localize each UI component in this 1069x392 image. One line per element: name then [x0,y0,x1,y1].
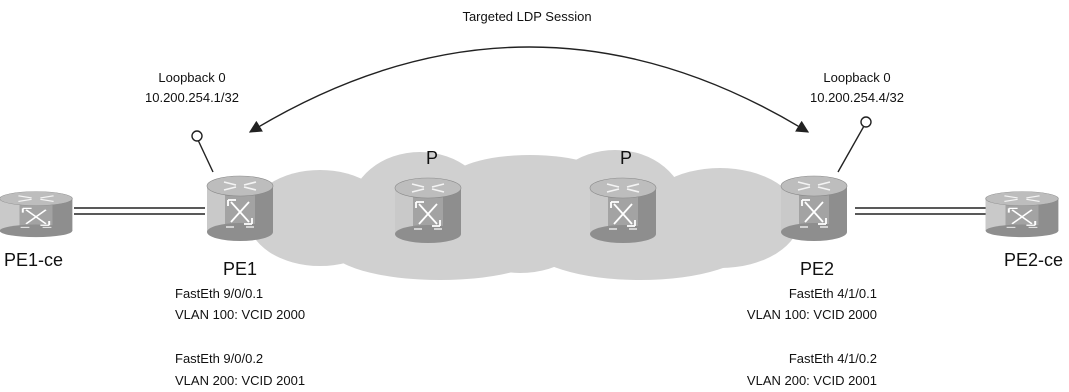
targeted-ldp-session-arc [248,46,810,133]
pe1-loopback-ip: 10.200.254.1/32 [145,90,239,105]
pe1-if2-name: FastEth 9/0/0.2 [175,351,263,366]
pe1-loopback-label: Loopback 0 [158,70,225,85]
pe1-router [206,175,274,242]
router-icon [0,190,74,239]
p-left-router [394,177,462,244]
router-icon [984,190,1060,239]
pe1-if1-vlan: VLAN 100: VCID 2000 [175,307,305,322]
link-pe2-ce [855,207,990,215]
pe2-if1-vlan: VLAN 100: VCID 2000 [747,307,877,322]
pe2-if2-vlan: VLAN 200: VCID 2001 [747,373,877,388]
pe2-name: PE2 [800,259,834,279]
p-right-name: P [620,148,632,168]
router-icon [394,177,462,244]
router-icon [589,177,657,244]
pe2-loopback-ip: 10.200.254.4/32 [810,90,904,105]
pe2-if2-name: FastEth 4/1/0.2 [789,351,877,366]
p-right-router [589,177,657,244]
loopback-stem [837,125,865,173]
mpls-cloud [248,150,800,280]
ce-right-name: PE2-ce [1004,250,1063,270]
p-left-name: P [426,148,438,168]
link-pe1-ce [74,207,205,215]
loopback-icon [191,130,203,142]
pe2-router [780,175,848,242]
pe1-if1-name: FastEth 9/0/0.1 [175,286,263,301]
pe2-loopback-label: Loopback 0 [823,70,890,85]
pe2-if1-name: FastEth 4/1/0.1 [789,286,877,301]
router-icon [206,175,274,242]
pe2-loopback [837,116,872,173]
pe1-if2-vlan: VLAN 200: VCID 2001 [175,373,305,388]
pe1-name: PE1 [223,259,257,279]
router-icon [780,175,848,242]
loopback-icon [860,116,872,128]
session-label: Targeted LDP Session [462,9,591,24]
pe1-loopback [191,130,214,173]
ce-left-name: PE1-ce [4,250,63,270]
loopback-stem [197,139,214,173]
ce1-router [0,190,74,239]
ce2-router [984,190,1060,239]
